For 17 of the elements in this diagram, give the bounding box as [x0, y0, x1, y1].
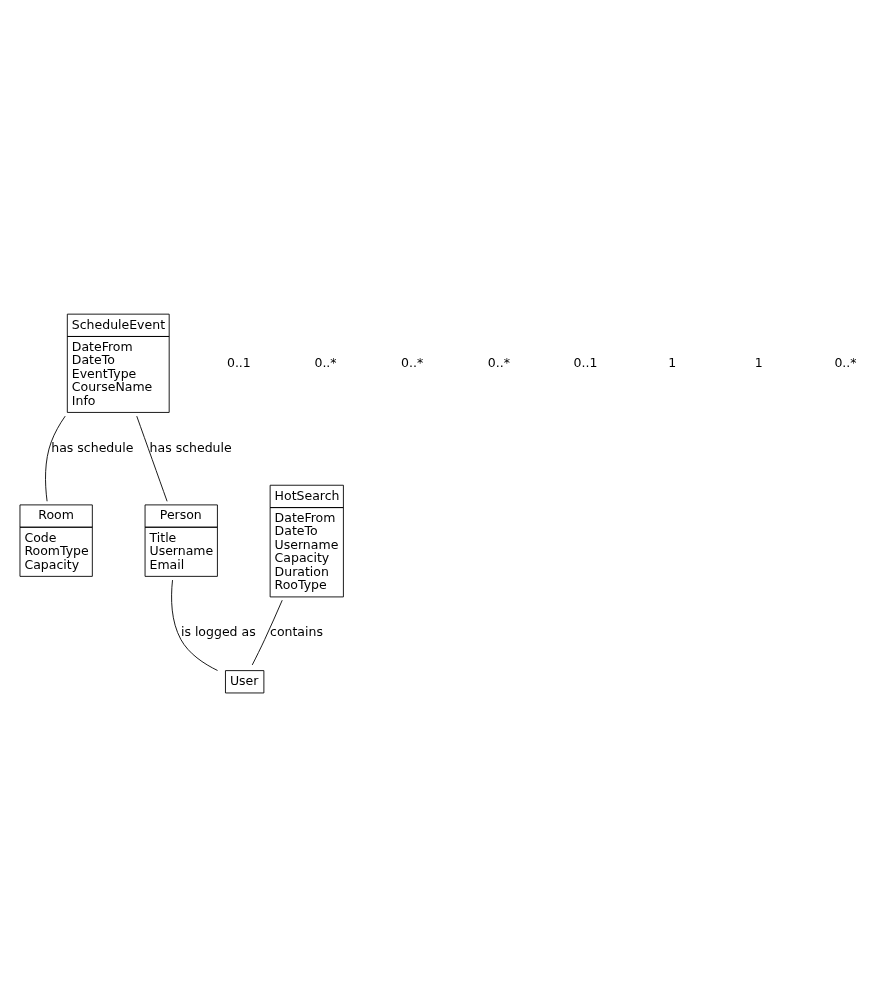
label: 0..* [487, 354, 510, 370]
edge-label: contains [270, 623, 323, 639]
connector [251, 599, 283, 666]
label: 1 [668, 354, 677, 370]
connector [171, 579, 218, 671]
label: 0..* [401, 354, 424, 370]
edge-label: is logged as [180, 623, 256, 639]
label: 0..1 [226, 354, 251, 370]
label: 0..1 [573, 354, 598, 370]
connector [45, 415, 66, 502]
connector [136, 415, 168, 502]
label: 0..* [834, 354, 857, 370]
label: 0..* [314, 354, 337, 370]
edge-label: has schedule [51, 439, 134, 455]
edge-label: has schedule [149, 439, 232, 455]
label: 1 [754, 354, 763, 370]
node-box: User [225, 670, 265, 694]
